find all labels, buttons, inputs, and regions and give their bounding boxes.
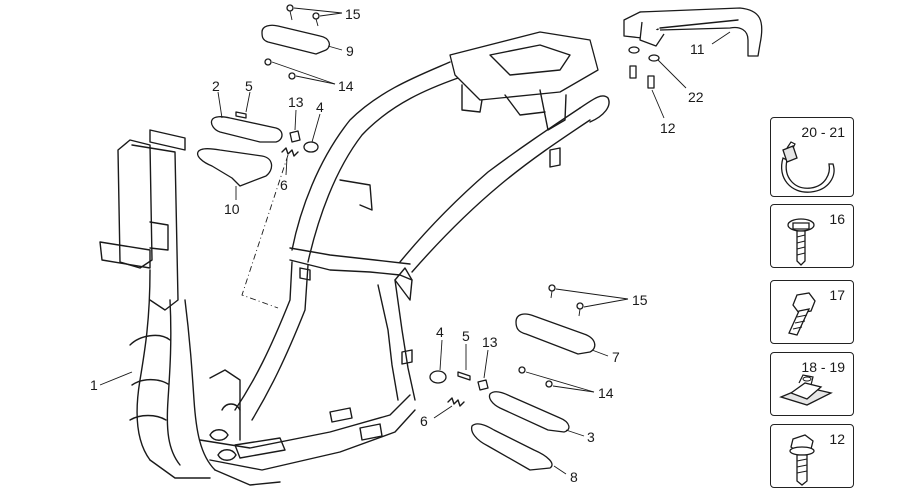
- clip-nut-icon: [779, 374, 833, 406]
- detail-box-17: 17: [770, 280, 854, 344]
- callout-9: 9: [346, 43, 354, 59]
- callout-15-top: 15: [345, 6, 361, 22]
- spring-upper: [281, 147, 299, 157]
- flanged-hex-bolt-icon: [789, 434, 815, 486]
- grab-handle-cover-lower: [515, 313, 596, 355]
- detail-label-16: 16: [829, 211, 845, 227]
- callout-13-lower: 13: [482, 334, 498, 350]
- detail-box-18-19: 18 - 19: [770, 352, 854, 416]
- detail-label-20-21: 20 - 21: [801, 124, 845, 140]
- callout-4-top: 4: [316, 99, 324, 115]
- screw-lower: [457, 371, 471, 381]
- callout-11: 11: [690, 41, 705, 57]
- washer-lower-a: [518, 366, 526, 374]
- screw-lower-b: [576, 302, 584, 310]
- callout-7: 7: [612, 349, 620, 365]
- washer-upper-b: [288, 72, 296, 80]
- bolt-12b: [647, 75, 655, 89]
- bracket-lower: [488, 391, 570, 433]
- callout-22: 22: [688, 89, 704, 105]
- callout-2: 2: [212, 78, 220, 94]
- screw-upper: [235, 111, 247, 119]
- callout-10: 10: [224, 201, 240, 217]
- cover-lower: [470, 423, 553, 471]
- washer-22b: [648, 54, 660, 62]
- callout-6-lower: 6: [420, 413, 428, 429]
- washer-lower-b: [545, 380, 553, 388]
- callout-5-top: 5: [245, 78, 253, 94]
- detail-label-12: 12: [829, 431, 845, 447]
- alignment-line: [241, 154, 289, 309]
- bracket-upper: [210, 116, 283, 143]
- bolt-12a: [629, 65, 637, 79]
- detail-label-17: 17: [829, 287, 845, 303]
- callout-1: 1: [90, 377, 98, 393]
- screw-lower-a: [548, 284, 556, 292]
- callout-13-top: 13: [288, 94, 304, 110]
- hex-bolt-icon: [788, 292, 816, 336]
- flanged-screw-icon: [787, 218, 815, 266]
- detail-box-12: 12: [770, 424, 854, 488]
- grommet-lower: [429, 370, 447, 384]
- grommet-upper: [303, 141, 319, 153]
- grab-handle-cover-upper: [261, 24, 331, 55]
- nut-upper: [289, 130, 301, 143]
- callout-14-lower: 14: [598, 385, 614, 401]
- callout-8: 8: [570, 469, 578, 485]
- callout-6-top: 6: [280, 177, 288, 193]
- detail-label-18-19: 18 - 19: [801, 359, 845, 375]
- callout-4-lower: 4: [436, 324, 444, 340]
- spring-lower: [447, 397, 465, 407]
- callout-15-lower: 15: [632, 292, 648, 308]
- callout-12: 12: [660, 120, 676, 136]
- screws-top: [286, 4, 320, 27]
- detail-box-16: 16: [770, 204, 854, 268]
- callout-14-top: 14: [338, 78, 354, 94]
- rear-rack: [623, 7, 763, 57]
- nut-lower: [477, 379, 489, 391]
- main-frame: [99, 31, 610, 486]
- hose-clamp-icon: [781, 141, 835, 193]
- washer-22a: [628, 46, 640, 54]
- callout-3: 3: [587, 429, 595, 445]
- detail-box-20-21: 20 - 21: [770, 117, 854, 197]
- cover-upper: [196, 148, 273, 187]
- washer-upper-a: [264, 58, 272, 66]
- callout-5-lower: 5: [462, 328, 470, 344]
